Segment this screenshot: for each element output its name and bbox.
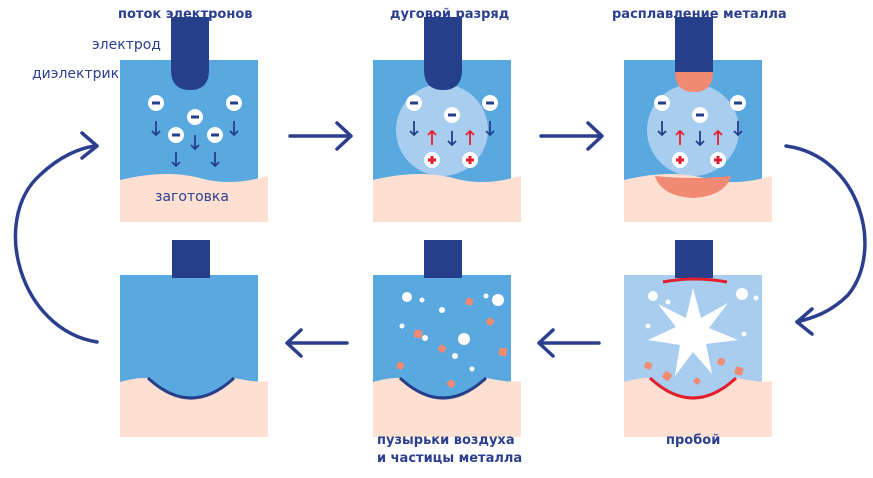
- ion-plus-icon: [424, 152, 440, 168]
- ion-plus-icon: [710, 152, 726, 168]
- electron-minus-icon: [654, 95, 670, 111]
- step-title-arc-discharge: дуговой разряд: [390, 7, 509, 23]
- electron-minus-icon: [406, 95, 422, 111]
- step-title-bubbles-line1: пузырьки воздуха: [377, 433, 515, 449]
- electron-minus-icon: [482, 95, 498, 111]
- electron-minus-icon: [148, 95, 164, 111]
- panel-arc-discharge: [373, 17, 521, 222]
- electron-minus-icon: [168, 127, 184, 143]
- panel-crater-result: [120, 240, 268, 437]
- electrode: [424, 17, 462, 90]
- electrode-label: электрод: [92, 37, 161, 53]
- workpiece-label: заготовка: [155, 189, 229, 205]
- electron-minus-icon: [207, 127, 223, 143]
- step-title-bubbles-line2: и частицы металла: [377, 451, 522, 467]
- dielectric-label: диэлектрик: [32, 66, 119, 82]
- panel-bubbles-particles: [373, 240, 521, 437]
- electron-minus-icon: [444, 107, 460, 123]
- electrode: [675, 240, 713, 278]
- step-title-metal-melting: расплавление металла: [612, 7, 787, 23]
- electrode: [171, 17, 209, 90]
- workpiece: [373, 174, 521, 222]
- panel-metal-melting: [624, 17, 772, 222]
- ion-plus-icon: [462, 152, 478, 168]
- ion-plus-icon: [672, 152, 688, 168]
- step-title-breakdown: пробой: [666, 433, 720, 449]
- electrode: [424, 240, 462, 278]
- electron-minus-icon: [730, 95, 746, 111]
- electron-minus-icon: [226, 95, 242, 111]
- electron-minus-icon: [692, 107, 708, 123]
- panel-breakdown: [624, 240, 772, 437]
- electron-minus-icon: [187, 109, 203, 125]
- electrode: [172, 240, 210, 278]
- step-title-electron-flow: поток электронов: [118, 7, 253, 23]
